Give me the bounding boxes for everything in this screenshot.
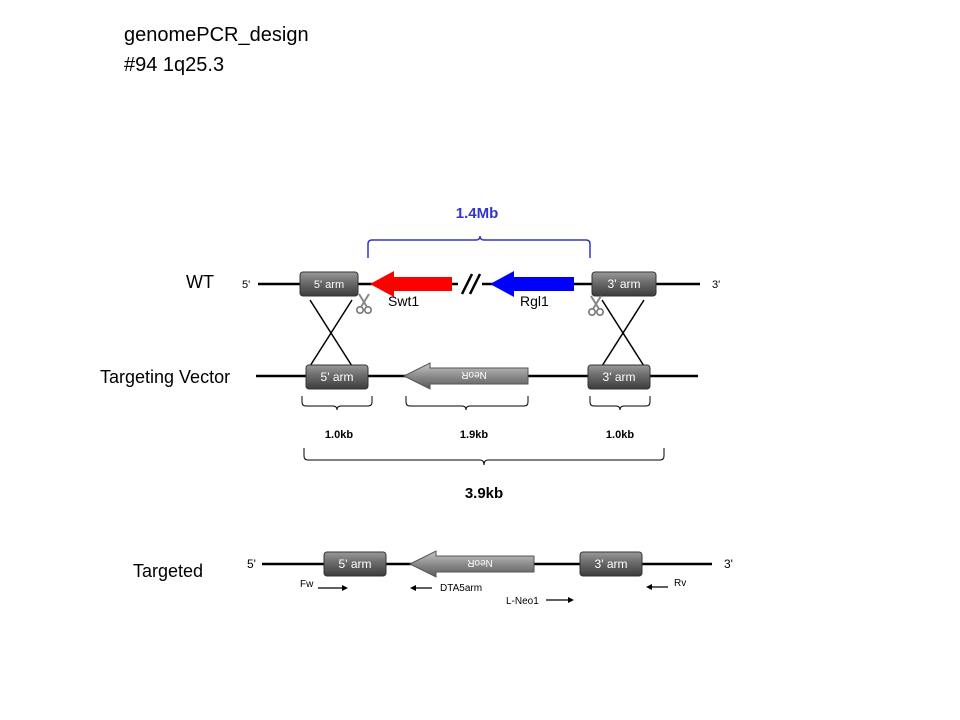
rgl1-label: Rgl1 — [520, 293, 549, 309]
primer-lneo1-arrow-icon — [546, 597, 574, 603]
primer-fw-arrow-icon — [318, 585, 348, 591]
brace-total — [303, 448, 665, 466]
swt1-arrow — [370, 271, 452, 297]
swt1-label: Swt1 — [388, 293, 419, 309]
size-neo-label: 1.9kb — [460, 429, 488, 441]
wt-arm3-box — [591, 271, 657, 297]
targeted-row: Targeted 5' 3' 5' arm NeoR 3' arm Fw DTA… — [133, 550, 733, 607]
brace-neo — [405, 396, 529, 411]
targeted-label: Targeted — [133, 561, 203, 581]
span-label: 1.4Mb — [456, 205, 499, 222]
wt-five-prime-label: 5' — [242, 279, 250, 291]
primer-dta5arm-label: DTA5arm — [440, 583, 482, 594]
primer-fw-label: Fw — [300, 579, 314, 590]
targeted-three-prime-label: 3' — [724, 557, 733, 571]
targeted-arm3-box — [579, 551, 643, 577]
rgl1-arrow — [490, 271, 574, 297]
wt-row: WT 5' 3' 1.4Mb 5' arm Swt1 Rgl1 3' arm — [186, 205, 720, 317]
vector-arm3-label: 3' arm — [603, 370, 636, 384]
break-mark-icon — [458, 273, 482, 295]
recombination-crosses — [309, 299, 645, 367]
size-arm5-label: 1.0kb — [325, 429, 353, 441]
scissors-left-icon — [355, 293, 373, 315]
wt-arm3-label: 3' arm — [608, 277, 641, 291]
span-bracket — [367, 235, 591, 258]
vector-arm5-label: 5' arm — [321, 370, 354, 384]
vector-arm3-box — [587, 364, 651, 390]
brace-arm3 — [589, 396, 651, 411]
vector-label: Targeting Vector — [100, 367, 230, 387]
targeted-five-prime-label: 5' — [247, 557, 256, 571]
targeted-arm3-label: 3' arm — [595, 557, 628, 571]
vector-neo-label: NeoR — [461, 369, 487, 380]
targeted-neo-label: NeoR — [467, 557, 493, 568]
primer-rv-label: Rv — [674, 578, 686, 589]
size-arm3-label: 1.0kb — [606, 429, 634, 441]
vector-row: Targeting Vector 5' arm NeoR 3' arm 1.0k… — [100, 362, 698, 502]
wt-arm5-box — [299, 271, 359, 297]
size-total-label: 3.9kb — [465, 485, 503, 502]
primer-dta5arm-arrow-icon — [410, 585, 432, 591]
primer-rv-arrow-icon — [646, 584, 668, 590]
wt-arm5-label: 5' arm — [314, 279, 344, 291]
locus-label: #94 1q25.3 — [124, 54, 225, 76]
brace-arm5 — [301, 396, 373, 411]
wt-label: WT — [186, 272, 214, 292]
wt-three-prime-label: 3' — [712, 279, 720, 291]
vector-neo-arrow — [402, 362, 529, 390]
targeted-arm5-box — [323, 551, 387, 577]
scissors-right-icon — [587, 295, 605, 317]
primer-lneo1-label: L-Neo1 — [506, 596, 539, 607]
targeted-arm5-label: 5' arm — [339, 557, 372, 571]
design-title: genomePCR_design — [124, 24, 309, 46]
targeted-neo-arrow — [408, 550, 535, 578]
vector-arm5-box — [305, 364, 369, 390]
